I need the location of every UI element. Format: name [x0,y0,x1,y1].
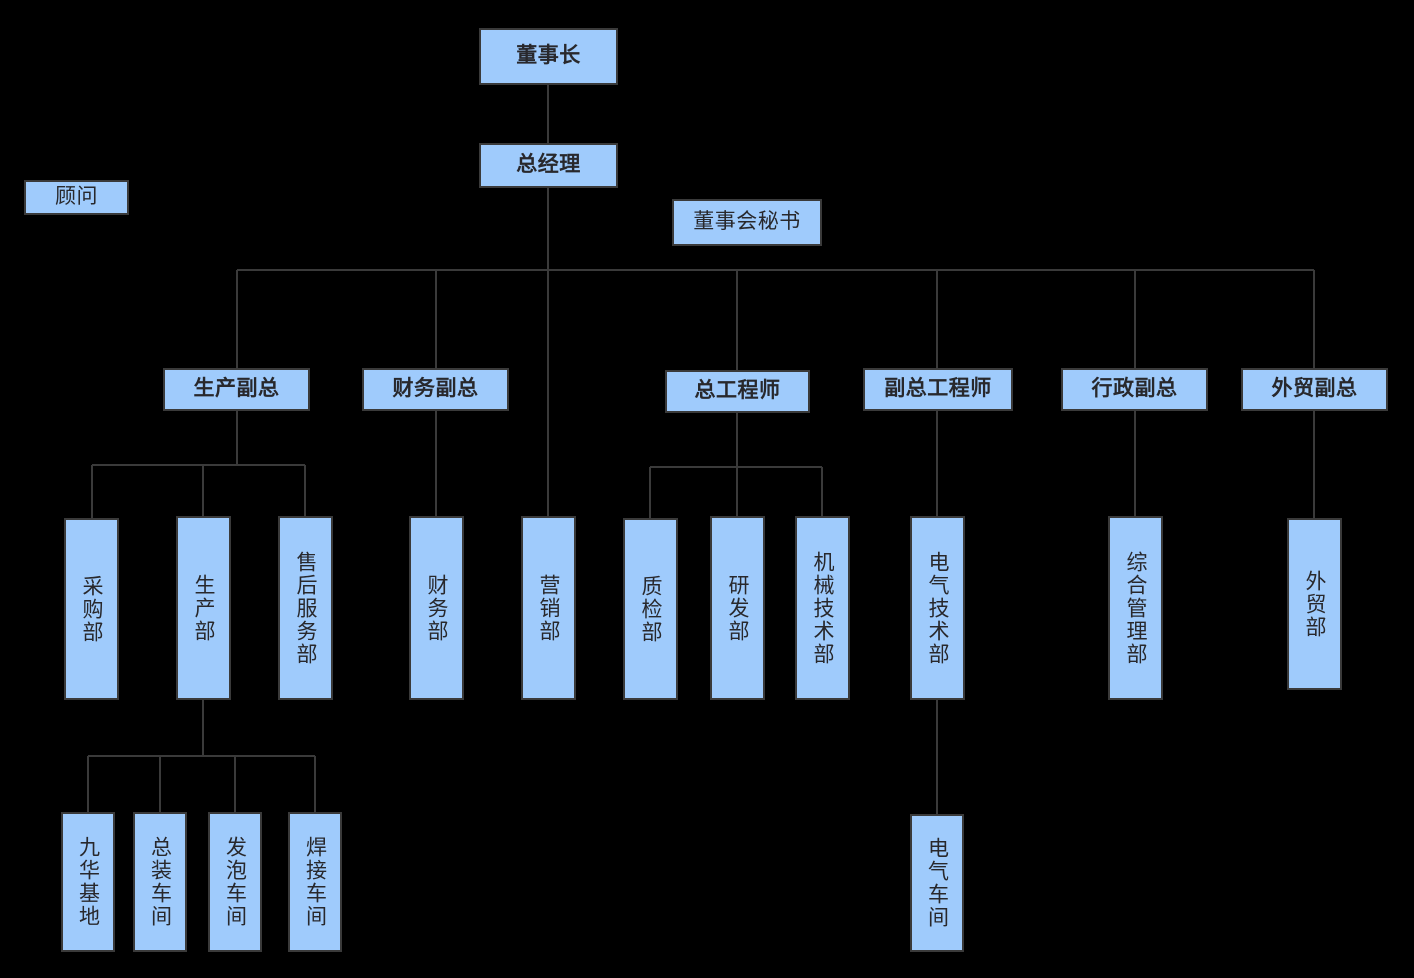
node-board-secretary-label: 董事会秘书 [693,210,801,234]
node-dept-general-admin-label: 综合管理部 [1124,550,1147,666]
node-dept-finance[interactable]: 财务部 [409,516,464,700]
node-dept-mech-tech-label: 机械技术部 [811,550,834,666]
node-vp-foreign-trade-label: 外贸副总 [1271,377,1358,401]
node-chairman-label: 董事长 [516,44,581,68]
node-ws-foaming[interactable]: 发泡车间 [208,812,262,952]
node-dept-marketing-label: 营销部 [537,573,560,643]
node-dept-marketing[interactable]: 营销部 [521,516,576,700]
node-dept-general-admin[interactable]: 综合管理部 [1108,516,1163,700]
node-dept-purchasing-label: 采购部 [80,574,103,644]
node-dept-production-label: 生产部 [192,573,215,643]
node-ws-welding[interactable]: 焊接车间 [288,812,342,952]
node-vp-administration-label: 行政副总 [1091,377,1178,401]
node-chairman[interactable]: 董事长 [479,28,618,85]
node-dept-after-sales[interactable]: 售后服务部 [278,516,333,700]
node-dept-rnd[interactable]: 研发部 [710,516,765,700]
node-dept-finance-label: 财务部 [425,573,448,643]
node-dept-mech-tech[interactable]: 机械技术部 [795,516,850,700]
node-dept-quality-label: 质检部 [639,574,662,644]
node-ws-electrical[interactable]: 电气车间 [910,814,964,952]
node-vp-production-label: 生产副总 [193,377,280,401]
node-dept-after-sales-label: 售后服务部 [294,550,317,666]
node-chief-engineer-label: 总工程师 [694,379,781,403]
node-ws-foaming-label: 发泡车间 [223,836,247,928]
node-dept-foreign-trade[interactable]: 外贸部 [1287,518,1342,690]
node-general-manager-label: 总经理 [516,153,581,177]
node-ws-welding-label: 焊接车间 [303,836,327,928]
node-deputy-chief-engineer-label: 副总工程师 [884,377,992,401]
node-deputy-chief-engineer[interactable]: 副总工程师 [863,368,1013,411]
node-dept-quality[interactable]: 质检部 [623,518,678,700]
node-board-secretary[interactable]: 董事会秘书 [672,199,822,246]
node-advisor[interactable]: 顾问 [24,180,129,215]
node-vp-foreign-trade[interactable]: 外贸副总 [1241,368,1388,411]
node-ws-jiuhua-base[interactable]: 九华基地 [61,812,115,952]
node-ws-assembly-label: 总装车间 [148,836,172,928]
node-dept-foreign-trade-label: 外贸部 [1303,569,1326,639]
node-vp-finance-label: 财务副总 [392,377,479,401]
node-ws-assembly[interactable]: 总装车间 [133,812,187,952]
node-dept-elec-tech-label: 电气技术部 [926,550,949,666]
node-advisor-label: 顾问 [55,185,98,209]
node-dept-production[interactable]: 生产部 [176,516,231,700]
node-ws-electrical-label: 电气车间 [925,837,949,929]
node-vp-administration[interactable]: 行政副总 [1061,368,1208,411]
node-vp-finance[interactable]: 财务副总 [362,368,509,411]
node-vp-production[interactable]: 生产副总 [163,368,310,411]
node-general-manager[interactable]: 总经理 [479,143,618,188]
node-dept-rnd-label: 研发部 [726,573,749,643]
node-dept-purchasing[interactable]: 采购部 [64,518,119,700]
node-ws-jiuhua-base-label: 九华基地 [76,836,100,928]
node-dept-elec-tech[interactable]: 电气技术部 [910,516,965,700]
node-chief-engineer[interactable]: 总工程师 [665,370,810,413]
